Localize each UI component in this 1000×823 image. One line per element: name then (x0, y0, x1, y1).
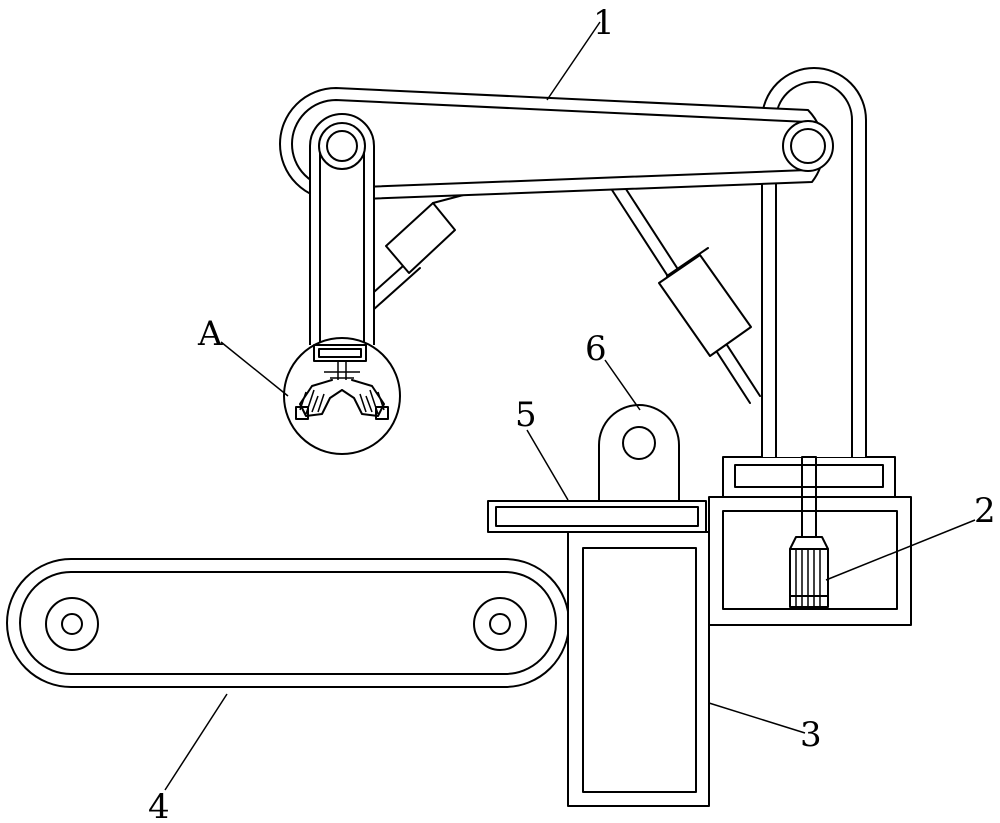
label-4: 4 (148, 787, 170, 823)
base-column (568, 532, 709, 806)
hanging-forearm (310, 114, 374, 345)
motor-mount-plate (723, 457, 895, 497)
hinge-block (599, 405, 679, 501)
conveyor-roller-left (46, 598, 98, 650)
label-6: 6 (585, 329, 607, 369)
right-support-strut (612, 186, 760, 403)
label-1: 1 (593, 3, 615, 43)
conveyor-roller-right (474, 598, 526, 650)
left-support-strut (365, 186, 500, 310)
label-3: 3 (800, 715, 822, 755)
conveyor-belt (7, 559, 569, 687)
platform-plate (488, 501, 706, 532)
label-2: 2 (974, 491, 996, 531)
label-5: 5 (515, 395, 537, 435)
gripper-detail-circle (284, 338, 400, 454)
label-a: A (197, 314, 223, 354)
